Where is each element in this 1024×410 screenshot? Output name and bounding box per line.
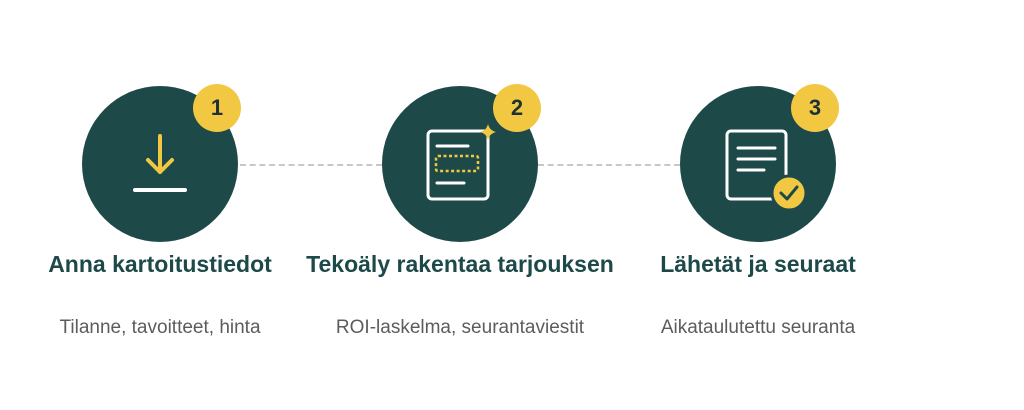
download-icon <box>133 134 187 192</box>
step-number-badge: 2 <box>493 84 541 132</box>
step-connector-2-3 <box>538 164 680 166</box>
step-connector-1-2 <box>240 164 382 166</box>
step-title: Anna kartoitustiedot <box>48 251 272 277</box>
step-number-badge: 1 <box>193 84 241 132</box>
step-description: Tilanne, tavoitteet, hinta <box>59 317 261 338</box>
step-title: Tekoäly rakentaa tarjouksen <box>306 251 614 277</box>
step-title: Lähetät ja seuraat <box>660 251 856 277</box>
document-check-icon <box>725 129 808 212</box>
step-description: Aikataulutettu seuranta <box>660 317 856 338</box>
step-number-badge: 3 <box>791 84 839 132</box>
ai-document-icon <box>426 124 496 201</box>
step-description: ROI-laskelma, seurantaviestit <box>335 317 585 338</box>
